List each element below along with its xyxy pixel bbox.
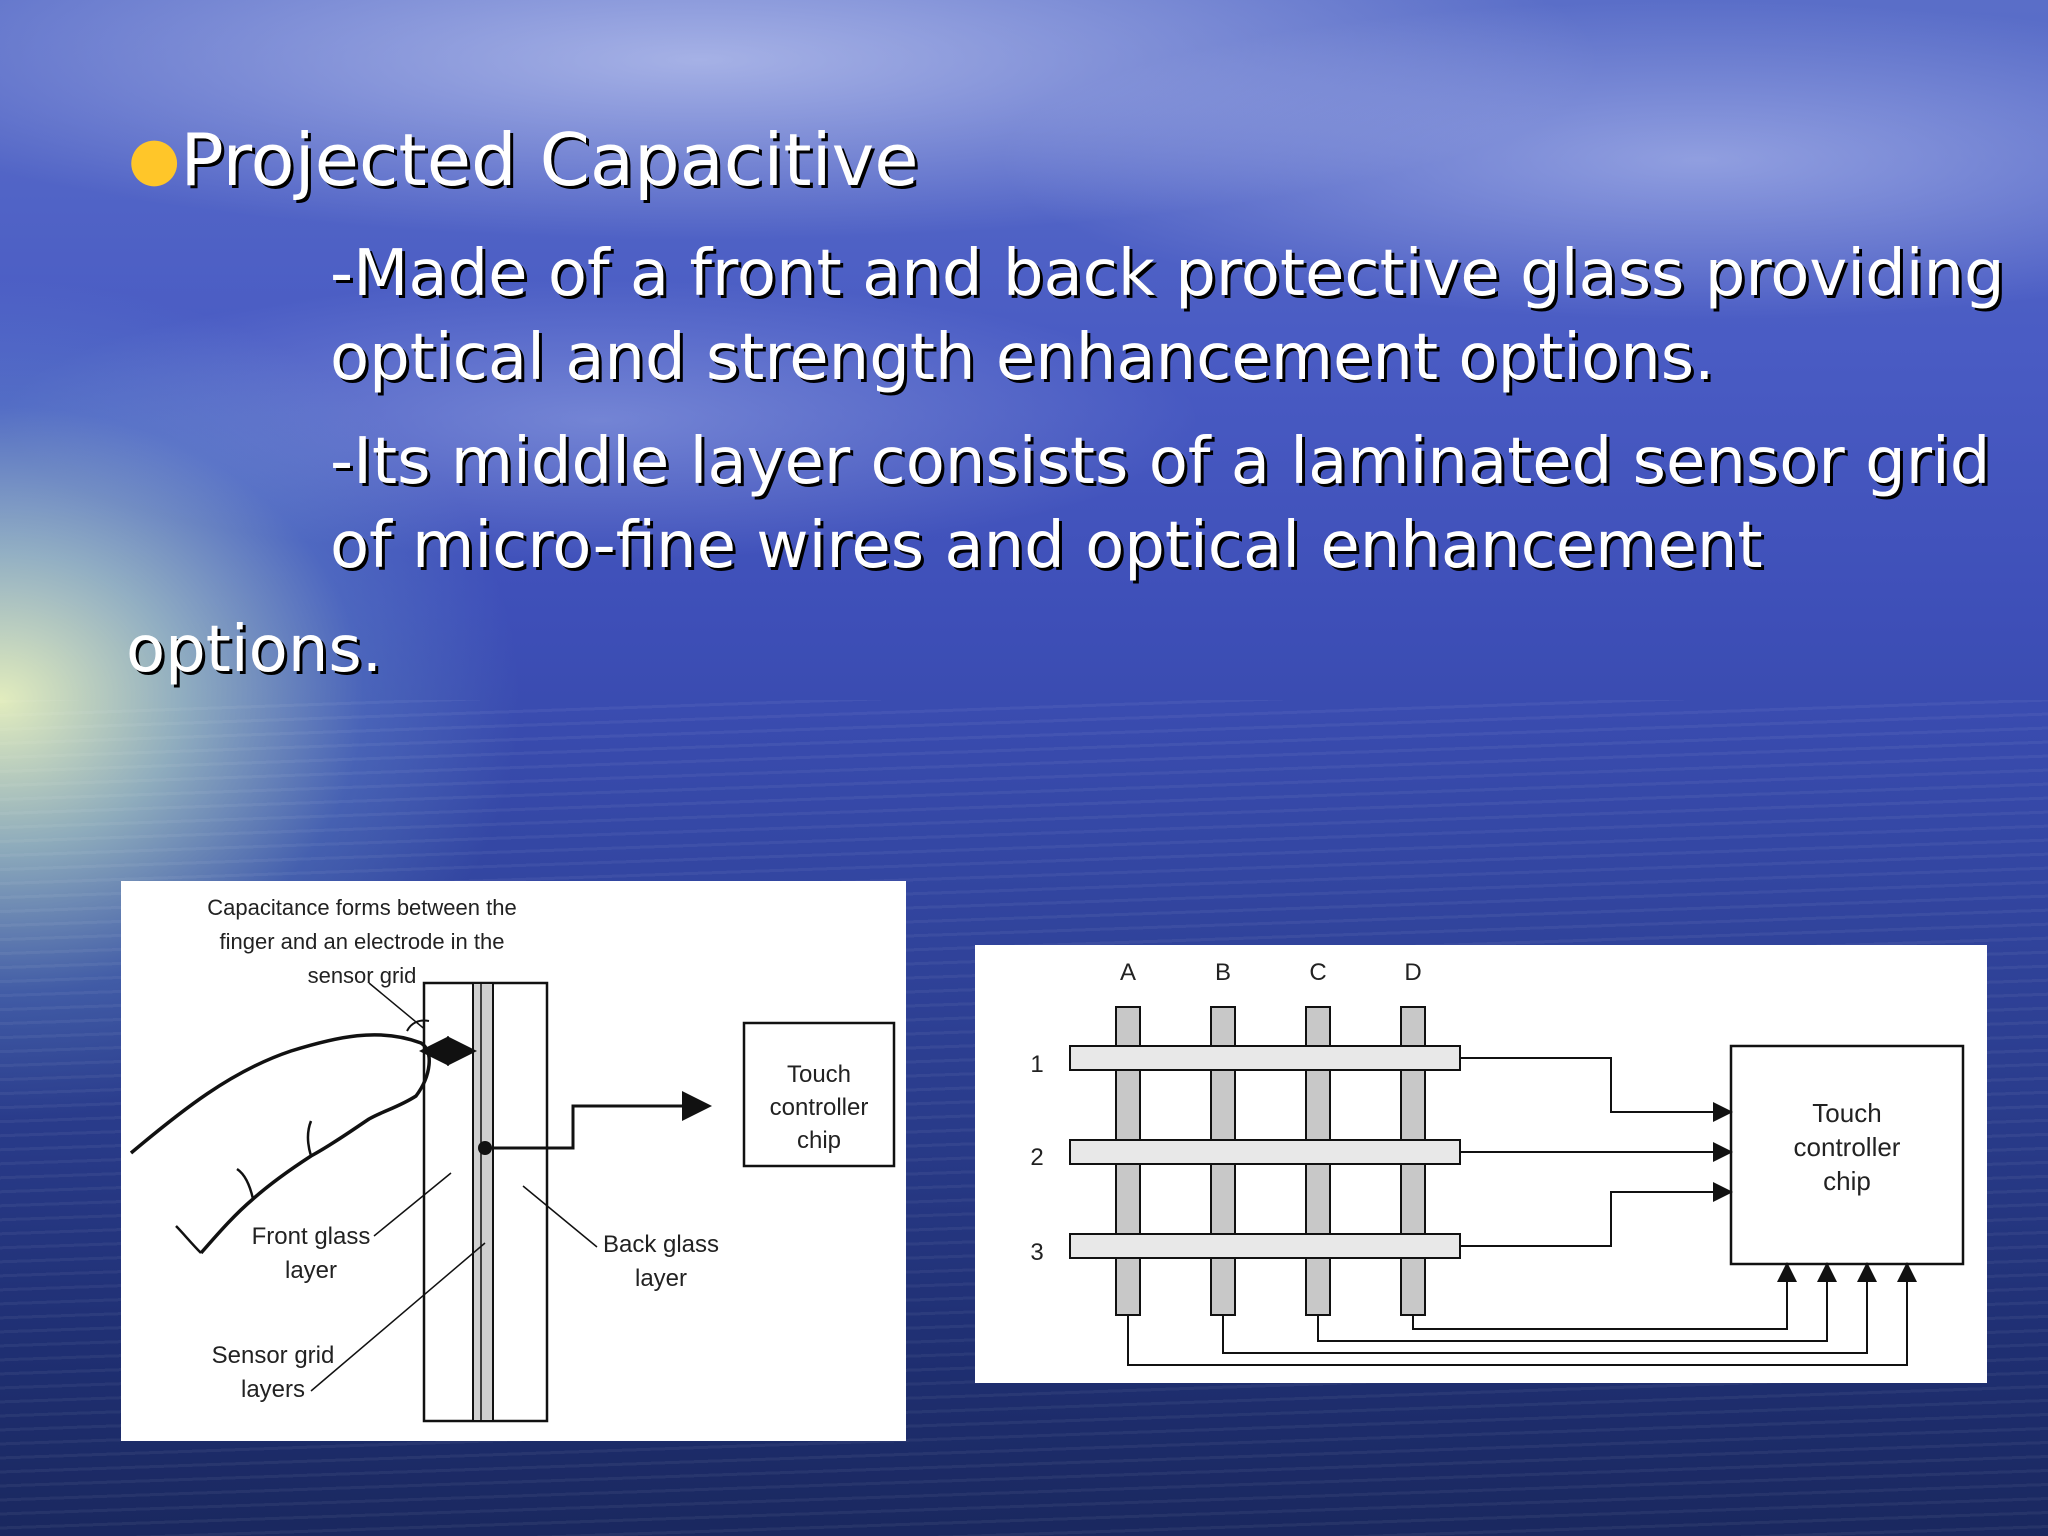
bullet-heading: ●Projected Capacitive bbox=[128, 118, 919, 202]
column-connection bbox=[1127, 1262, 1917, 1366]
sensor-grid-diagram: A B C D 1 2 3 Touch controller chip bbox=[975, 945, 1987, 1383]
caption-line-3: sensor grid bbox=[308, 963, 417, 988]
back-glass-label-1: Back glass bbox=[603, 1231, 719, 1258]
row-connection bbox=[1460, 1182, 1733, 1247]
controller-label-2: controller bbox=[1794, 1132, 1901, 1162]
cross-section-svg: Capacitance forms between the finger and… bbox=[129, 895, 896, 1423]
touch-controller-box bbox=[742, 1021, 896, 1168]
finger-outline bbox=[129, 1033, 431, 1255]
heading-text: Projected Capacitive bbox=[180, 118, 919, 202]
front-glass-label-1: Front glass bbox=[252, 1223, 371, 1250]
column-label-d: D bbox=[1404, 959, 1421, 986]
paragraph-line: of micro-fine wires and optical enhancem… bbox=[330, 509, 1763, 583]
controller-label-1: Touch bbox=[787, 1061, 851, 1088]
column-connection bbox=[1412, 1262, 1797, 1330]
row-electrode bbox=[1069, 1045, 1461, 1071]
sensor-grid-pointer bbox=[310, 1242, 486, 1392]
column-connection bbox=[1317, 1262, 1837, 1342]
touch-controller-box bbox=[1729, 1044, 1965, 1266]
caption-line-1: Capacitance forms between the bbox=[207, 895, 516, 920]
front-glass-label-2: layer bbox=[285, 1257, 337, 1284]
cross-section-diagram: Capacitance forms between the finger and… bbox=[121, 881, 906, 1441]
paragraph-front-back-glass: -Made of a front and back protective gla… bbox=[330, 232, 2005, 400]
row-label-3: 3 bbox=[1030, 1239, 1043, 1266]
column-label-b: B bbox=[1215, 959, 1231, 986]
sensor-grid-label-1: Sensor grid bbox=[212, 1342, 335, 1369]
column-label-c: C bbox=[1309, 959, 1326, 986]
sensor-grid-layer bbox=[472, 982, 494, 1422]
controller-label-3: chip bbox=[797, 1127, 841, 1154]
paragraph-line: -Its middle layer consists of a laminate… bbox=[330, 425, 1991, 499]
sensor-grid-label-2: layers bbox=[241, 1376, 305, 1403]
caption-line-2: finger and an electrode in the bbox=[220, 929, 505, 954]
column-label-a: A bbox=[1120, 959, 1136, 986]
row-label-2: 2 bbox=[1030, 1144, 1043, 1171]
row-electrode bbox=[1069, 1233, 1461, 1259]
signal-line bbox=[485, 1091, 712, 1150]
controller-label-2: controller bbox=[770, 1094, 869, 1121]
back-glass-label-2: layer bbox=[635, 1265, 687, 1292]
paragraph-middle-layer: -Its middle layer consists of a laminate… bbox=[330, 420, 1990, 588]
back-glass-pointer bbox=[522, 1185, 598, 1248]
paragraph-line: -Made of a front and back protective gla… bbox=[330, 237, 2005, 311]
front-glass-pointer bbox=[373, 1172, 452, 1237]
row-electrode bbox=[1069, 1139, 1461, 1165]
paragraph-continuation: options. bbox=[126, 613, 383, 687]
controller-label-1: Touch bbox=[1812, 1098, 1881, 1128]
row-label-1: 1 bbox=[1030, 1051, 1043, 1078]
column-connection bbox=[1222, 1262, 1877, 1354]
sensor-grid-svg: A B C D 1 2 3 Touch controller chip bbox=[1030, 959, 1965, 1366]
controller-label-3: chip bbox=[1823, 1166, 1871, 1196]
row-connection bbox=[1460, 1057, 1733, 1122]
bullet-dot-icon: ● bbox=[128, 124, 181, 194]
paragraph-line: optical and strength enhancement options… bbox=[330, 321, 1715, 395]
